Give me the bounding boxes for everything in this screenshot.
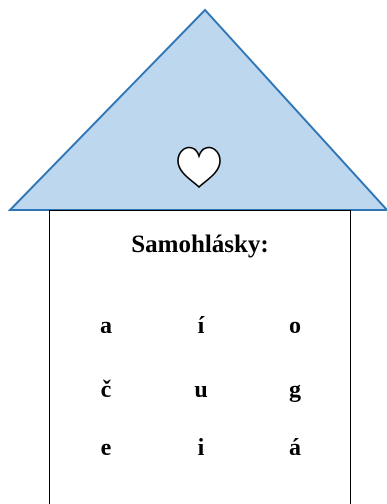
- heart-outline-icon: [177, 146, 221, 189]
- letter-cell: í: [197, 313, 205, 339]
- letter-cell: e: [100, 435, 112, 461]
- letter-cell: á: [289, 435, 301, 461]
- letter-cell: g: [289, 377, 301, 403]
- vowels-heading: Samohlásky:: [131, 231, 269, 258]
- letter-cell: č: [100, 377, 112, 403]
- letter-cell: u: [194, 377, 208, 403]
- house-body: Samohlásky: a í o č u g e i á: [49, 210, 351, 504]
- letter-cell: i: [197, 435, 205, 461]
- letter-cell: a: [100, 313, 112, 339]
- letter-cell: o: [289, 313, 301, 339]
